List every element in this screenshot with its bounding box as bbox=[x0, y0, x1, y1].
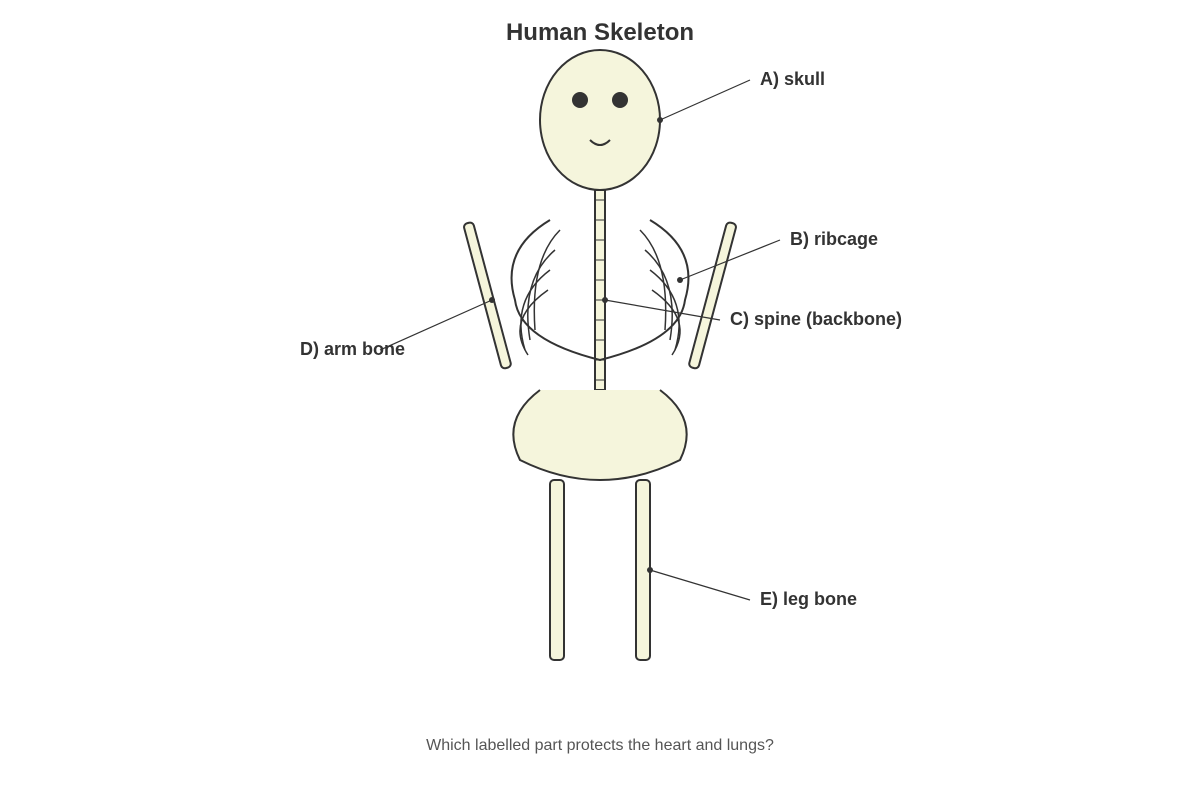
callout-ribcage: B) ribcage bbox=[677, 229, 878, 283]
pelvis bbox=[512, 389, 688, 482]
label-leg-bone: E) leg bone bbox=[760, 589, 857, 609]
callout-arm-bone: D) arm bone bbox=[300, 297, 495, 359]
arm-anchor-dot bbox=[489, 297, 495, 303]
ribcage bbox=[510, 219, 690, 362]
spine-anchor-dot bbox=[602, 297, 608, 303]
leg-bones bbox=[549, 479, 651, 661]
leg-anchor-dot bbox=[647, 567, 653, 573]
right-eye-socket bbox=[612, 92, 628, 108]
label-skull: A) skull bbox=[760, 69, 825, 89]
left-leg-bone bbox=[549, 479, 565, 661]
ribcage-leader-line bbox=[679, 239, 781, 281]
right-rib-2 bbox=[644, 249, 673, 341]
label-spine: C) spine (backbone) bbox=[730, 309, 902, 329]
label-ribcage: B) ribcage bbox=[790, 229, 878, 249]
arm-bones bbox=[463, 221, 737, 370]
skull-anchor-dot bbox=[657, 117, 663, 123]
right-rib-3 bbox=[649, 269, 680, 351]
ribcage-anchor-dot bbox=[677, 277, 683, 283]
left-eye-socket bbox=[572, 92, 588, 108]
right-arm-bone bbox=[688, 221, 737, 370]
diagram-title: Human Skeleton bbox=[506, 19, 694, 46]
skull bbox=[539, 49, 661, 191]
skull-leader-line bbox=[659, 79, 751, 121]
mouth bbox=[589, 139, 611, 146]
callout-spine: C) spine (backbone) bbox=[602, 297, 902, 329]
skull-shape bbox=[539, 49, 661, 191]
leg-leader-line bbox=[649, 569, 751, 601]
right-rib-4 bbox=[651, 289, 681, 356]
left-rib-4 bbox=[519, 289, 549, 356]
spine-leader-line bbox=[604, 299, 721, 321]
left-rib-3 bbox=[520, 269, 551, 351]
question-text: Which labelled part protects the heart a… bbox=[426, 737, 774, 754]
left-arm-bone bbox=[463, 221, 512, 370]
ribcage-outline bbox=[510, 219, 690, 362]
callout-skull: A) skull bbox=[657, 69, 825, 123]
arm-leader-line bbox=[379, 299, 493, 351]
callout-leg-bone: E) leg bone bbox=[647, 567, 857, 609]
left-rib-2 bbox=[527, 249, 556, 341]
label-arm-bone: D) arm bone bbox=[300, 339, 405, 359]
